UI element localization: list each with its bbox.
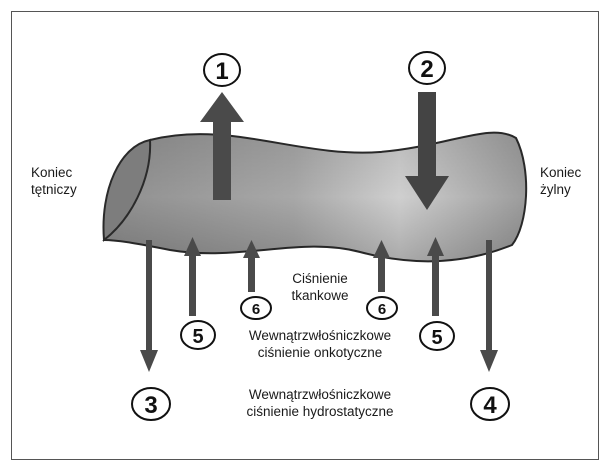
marker-3: 3: [144, 392, 157, 419]
marker-5a: 5: [192, 326, 203, 348]
venous-end-label: Koniec żylny: [540, 164, 581, 198]
marker-6b: 6: [378, 301, 386, 318]
marker-2: 2: [420, 56, 433, 83]
hydrostatic-pressure-label: Wewnątrzwłośniczkowe ciśnienie hydrostat…: [210, 386, 430, 420]
marker-6a: 6: [252, 301, 260, 318]
arrow-3: [140, 240, 158, 372]
arrow-4: [480, 240, 498, 372]
arterial-end-label: Koniec tętniczy: [31, 164, 77, 198]
marker-1: 1: [215, 58, 228, 85]
marker-4: 4: [483, 392, 497, 419]
tissue-pressure-label: Ciśnienie tkankowe: [270, 270, 370, 304]
marker-5b: 5: [431, 327, 442, 349]
oncotic-pressure-label: Wewnątrzwłośniczkowe ciśnienie onkotyczn…: [220, 327, 420, 361]
